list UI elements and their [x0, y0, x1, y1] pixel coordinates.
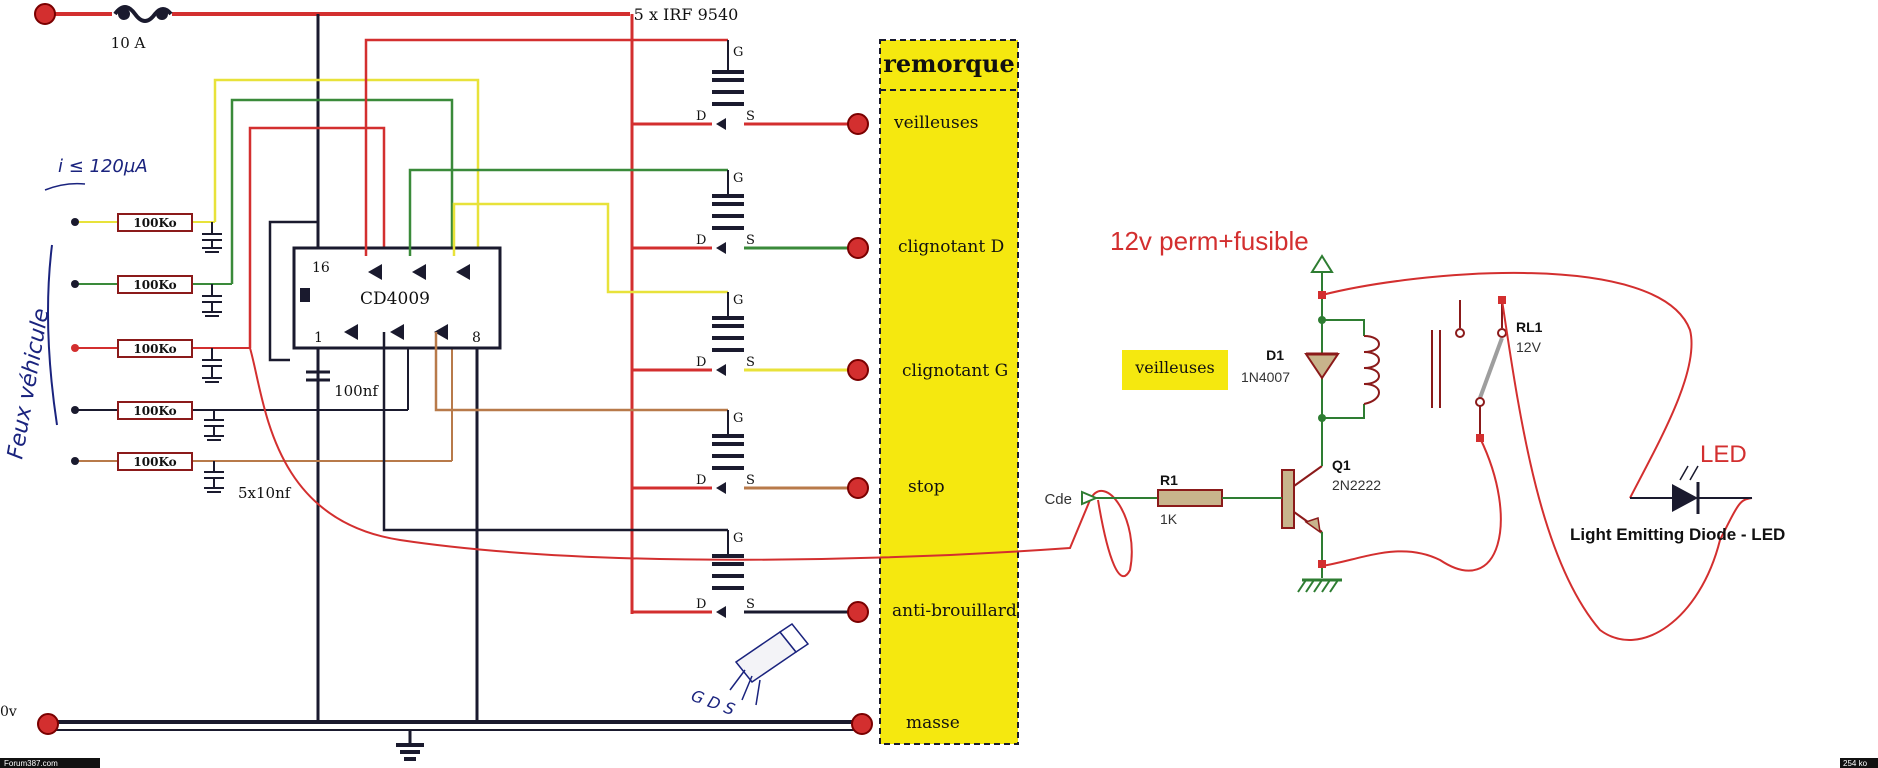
ground-symbol [396, 730, 424, 761]
mosfet-array: G D S G D S G D [632, 40, 858, 618]
diode-part: 1N4007 [1241, 369, 1290, 385]
input-resistor-3: 100Ko [117, 339, 193, 358]
svg-text:G: G [733, 171, 743, 186]
output-veilleuses: veilleuses [893, 113, 979, 133]
svg-text:S: S [746, 473, 755, 488]
led-symbol [1630, 465, 1752, 514]
resistor-value: 1K [1160, 511, 1178, 527]
remorque-title: remorque [883, 49, 1014, 78]
input-section: i ≤ 120µA Feux véhicule 100Ko [3, 78, 480, 502]
terminal-anti-brouillard [847, 601, 869, 623]
remorque-panel: remorque veilleuses clignotant D clignot… [847, 39, 1019, 745]
svg-text:100Ko: 100Ko [133, 216, 176, 230]
ic-pin16: 16 [312, 260, 330, 276]
mosfet-2: G D S [632, 170, 858, 254]
svg-text:100Ko: 100Ko [133, 342, 176, 356]
terminal-stop [847, 477, 869, 499]
svg-text:S: S [746, 355, 755, 370]
relay-ref: RL1 [1516, 319, 1543, 335]
vehicle-lights-note: Feux véhicule [3, 307, 54, 461]
top-power-rail: 10 A 5 x IRF 9540 [34, 3, 739, 52]
relay-ground-symbol [1297, 578, 1342, 593]
svg-text:100Ko: 100Ko [133, 455, 176, 469]
svg-text:D: D [696, 473, 706, 488]
svg-text:G: G [733, 293, 743, 308]
fuse-symbol [112, 5, 173, 23]
cde-terminal-icon [1081, 490, 1099, 506]
current-note: i ≤ 120µA [58, 156, 148, 177]
svg-text:D: D [696, 233, 706, 248]
footer-watermark: Forum387.com [4, 759, 58, 768]
relay-contact [1455, 296, 1507, 442]
mosfet-label: 5 x IRF 9540 [634, 5, 739, 24]
positive-terminal [34, 3, 56, 25]
svg-text:G: G [733, 45, 743, 60]
svg-text:D: D [696, 109, 706, 124]
output-clignotant-d: clignotant D [898, 237, 1004, 257]
mosfet-4: G D S [632, 410, 858, 494]
svg-text:S: S [746, 597, 755, 612]
svg-text:D: D [696, 597, 706, 612]
cde-label: Cde [1044, 491, 1072, 508]
mosfet-1: G D S [632, 40, 858, 130]
led-label: LED [1700, 441, 1747, 468]
ground-terminal-left [37, 713, 59, 735]
mosfet-3: G D S [632, 292, 858, 376]
svg-text:G: G [733, 531, 743, 546]
resistor-ref: R1 [1160, 472, 1178, 488]
fuse-label: 10 A [111, 34, 146, 52]
relay-circuit: 12v perm+fusible veilleuses D1 1N4007 [1044, 226, 1785, 641]
capacitor-group-label: 5x10nf [238, 484, 292, 502]
input-resistor-4: 100Ko [117, 401, 193, 420]
svg-text:100Ko: 100Ko [133, 404, 176, 418]
led-caption: Light Emitting Diode - LED [1570, 525, 1785, 544]
decoupling-cap-label: 100nf [334, 382, 379, 400]
output-masse: masse [906, 713, 960, 733]
transistor-q1 [1281, 418, 1326, 578]
output-clignotant-g: clignotant G [902, 361, 1008, 381]
gate-wires [364, 38, 728, 532]
relay-voltage: 12V [1516, 339, 1542, 355]
filter-capacitors [202, 222, 224, 493]
terminal-clignotant-g [847, 359, 869, 381]
veilleuses-highlight-label: veilleuses [1134, 358, 1215, 377]
svg-text:S: S [746, 233, 755, 248]
transistor-ref: Q1 [1332, 457, 1351, 473]
transistor-part: 2N2222 [1332, 477, 1381, 493]
ic-pin1: 1 [314, 330, 323, 346]
command-wire [249, 347, 1091, 561]
input-resistor-1: 100Ko [117, 213, 193, 232]
cd4009-ic: CD4009 16 1 8 100nf [268, 220, 502, 400]
resistor-r1 [1157, 489, 1223, 507]
ic-pin8: 8 [472, 330, 481, 346]
terminal-clignotant-d [847, 237, 869, 259]
ic-name: CD4009 [360, 289, 430, 309]
diode-d1 [1304, 352, 1340, 380]
mosfet-package-sketch: G D S [689, 622, 810, 719]
diode-ref: D1 [1266, 347, 1284, 363]
veilleuses-highlight [1122, 350, 1228, 390]
supply-label: 12v perm+fusible [1110, 226, 1309, 256]
svg-text:D: D [696, 355, 706, 370]
zero-volt-label: 0v [0, 704, 17, 720]
input-resistor-2: 100Ko [117, 275, 193, 294]
footer-size-tag: 254 ko [1843, 759, 1868, 768]
masse-terminal [851, 713, 873, 735]
output-stop: stop [908, 477, 945, 497]
package-pin-labels: G D S [689, 686, 738, 719]
terminal-veilleuses [847, 113, 869, 135]
output-anti-brouillard: anti-brouillard [892, 601, 1017, 621]
footer: Forum387.com 254 ko [0, 758, 1878, 768]
bottom-ground-rail: 0v [0, 704, 873, 761]
svg-text:S: S [746, 109, 755, 124]
relay-coil [1363, 330, 1441, 408]
svg-text:G: G [733, 411, 743, 426]
input-resistor-5: 100Ko [117, 452, 193, 471]
svg-text:100Ko: 100Ko [133, 278, 176, 292]
mosfet-5: G D S [632, 530, 858, 618]
